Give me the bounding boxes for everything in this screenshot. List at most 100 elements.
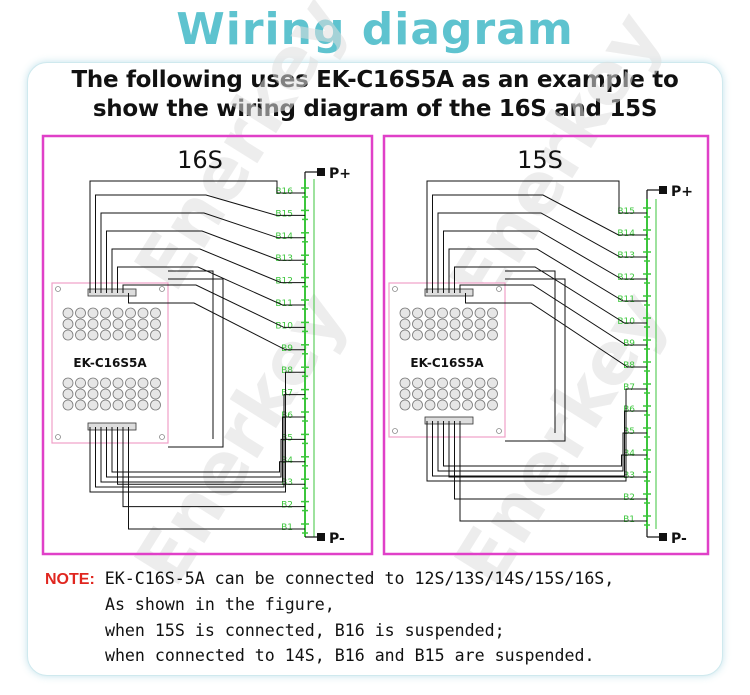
mosfet-pad bbox=[487, 399, 498, 411]
mosfet-pad bbox=[100, 399, 111, 411]
mosfet-pad bbox=[437, 388, 448, 400]
balance-wire bbox=[95, 194, 305, 293]
bms-board bbox=[388, 282, 506, 438]
mosfet-pad bbox=[437, 329, 448, 341]
mosfet-pad bbox=[75, 399, 86, 411]
mosfet-pad bbox=[137, 399, 149, 411]
balance-wire bbox=[437, 421, 647, 472]
note-line-4: when connected to 14S, B16 and B15 are s… bbox=[104, 645, 595, 665]
mosfet-pad bbox=[100, 329, 111, 341]
mosfet-pad bbox=[62, 318, 74, 330]
positive-terminal bbox=[317, 168, 325, 176]
balance-wire bbox=[432, 410, 647, 477]
subtitle-line-1: The following uses EK-C16S5A as an examp… bbox=[71, 67, 679, 93]
mosfet-pad bbox=[399, 388, 411, 400]
mount-hole bbox=[496, 286, 502, 292]
panel-frame bbox=[382, 134, 710, 556]
cell-label-b1: B1 bbox=[281, 523, 293, 533]
mosfet-pad bbox=[75, 329, 86, 341]
panel-15s: 15SB15B14B13B12B11B10B9B8B7B6B5B4B3B2B1P… bbox=[382, 134, 710, 556]
negative-label: P- bbox=[329, 531, 345, 547]
cell-label-b7: B7 bbox=[623, 383, 635, 393]
mosfet-pad bbox=[137, 307, 149, 319]
cell-label-b9: B9 bbox=[623, 339, 635, 349]
board-label: EK-C16S5A bbox=[410, 356, 484, 370]
mosfet-pad bbox=[424, 307, 436, 319]
balance-wire bbox=[122, 284, 305, 328]
balance-wire bbox=[100, 416, 305, 483]
balance-wire bbox=[443, 421, 647, 467]
cell-label-b3: B3 bbox=[281, 478, 293, 488]
mosfet-pad bbox=[449, 307, 461, 319]
mosfet-pad bbox=[412, 388, 423, 400]
mosfet-pad bbox=[150, 329, 161, 341]
mosfet-pad bbox=[150, 388, 161, 400]
balance-wire bbox=[443, 230, 647, 293]
mosfet-pad bbox=[75, 307, 86, 319]
mosfet-pad bbox=[449, 329, 461, 341]
balance-wire bbox=[128, 427, 305, 530]
balance-wire bbox=[459, 421, 647, 522]
mosfet-pad bbox=[62, 307, 74, 319]
watermark-text: Enerkey bbox=[118, 0, 362, 304]
mosfet-pad bbox=[150, 399, 161, 411]
mosfet-pad bbox=[62, 388, 74, 400]
mount-hole bbox=[55, 286, 61, 292]
side-loop-wire bbox=[505, 278, 566, 442]
mosfet-pad bbox=[112, 307, 124, 319]
subtitle-line-2: show the wiring diagram of the 16S and 1… bbox=[92, 96, 658, 122]
mosfet-pad bbox=[75, 388, 86, 400]
balance-wire bbox=[426, 388, 647, 482]
mosfet-pad bbox=[474, 329, 486, 341]
mosfet-pad bbox=[412, 399, 423, 411]
mosfet-pad bbox=[87, 399, 99, 411]
panel-heading: 16S bbox=[177, 146, 223, 174]
panel-heading: 15S bbox=[517, 146, 563, 174]
mosfet-pad bbox=[424, 388, 436, 400]
cell-label-b12: B12 bbox=[617, 273, 635, 283]
mount-hole bbox=[159, 286, 165, 292]
mosfet-pad bbox=[125, 388, 136, 400]
cell-label-b5: B5 bbox=[281, 433, 293, 443]
cell-label-b4: B4 bbox=[281, 456, 293, 466]
mosfet-pad bbox=[437, 307, 448, 319]
cell-label-b4: B4 bbox=[623, 449, 635, 459]
mosfet-pad bbox=[87, 329, 99, 341]
panel-16s: 16SB16B15B14B13B12B11B10B9B8B7B6B5B4B3B2… bbox=[41, 134, 374, 556]
mosfet-pad bbox=[449, 318, 461, 330]
mosfet-pad bbox=[87, 318, 99, 330]
cell-label-b2: B2 bbox=[623, 493, 635, 503]
cell-label-b8: B8 bbox=[623, 361, 635, 371]
mosfet-pad bbox=[449, 377, 461, 389]
mosfet-pad bbox=[462, 329, 473, 341]
mosfet-pad bbox=[125, 307, 136, 319]
cell-label-b9: B9 bbox=[281, 344, 293, 354]
note-line-1: EK-C16S-5A can be connected to 12S/13S/1… bbox=[104, 569, 615, 588]
balance-wire bbox=[117, 427, 305, 485]
mosfet-pad bbox=[487, 388, 498, 400]
mosfet-pad bbox=[424, 399, 436, 411]
mount-hole bbox=[496, 428, 502, 434]
mosfet-pad bbox=[424, 377, 436, 389]
cell-label-b16: B16 bbox=[275, 187, 293, 197]
cell-label-b13: B13 bbox=[617, 251, 635, 261]
balance-wire bbox=[106, 230, 305, 293]
balance-wire bbox=[117, 266, 305, 306]
mosfet-pad bbox=[112, 399, 124, 411]
note-line-2: As shown in the figure, bbox=[104, 595, 335, 615]
balance-wire bbox=[111, 427, 305, 473]
mosfet-pad bbox=[474, 377, 486, 389]
note-label: NOTE: bbox=[45, 571, 95, 588]
mosfet-pad bbox=[100, 307, 111, 319]
balance-wire bbox=[89, 371, 305, 493]
mosfet-pad bbox=[100, 318, 111, 330]
mosfet-pad bbox=[137, 318, 149, 330]
mosfet-pad bbox=[412, 318, 423, 330]
mosfet-pad bbox=[399, 318, 411, 330]
cell-label-b13: B13 bbox=[275, 254, 293, 264]
mosfet-pad bbox=[75, 318, 86, 330]
balance-wire bbox=[95, 394, 305, 488]
cell-label-b11: B11 bbox=[275, 299, 293, 309]
mosfet-pad bbox=[487, 329, 498, 341]
mosfet-pad bbox=[399, 399, 411, 411]
